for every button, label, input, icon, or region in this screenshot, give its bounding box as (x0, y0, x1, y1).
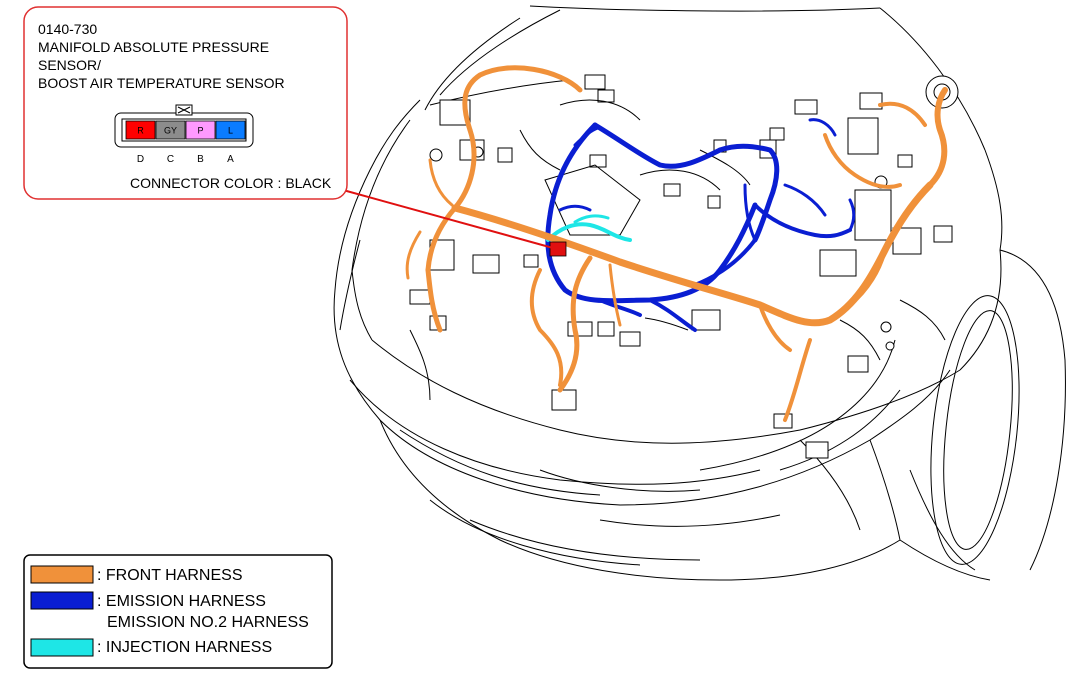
callout-title-line1: MANIFOLD ABSOLUTE PRESSURE (38, 39, 269, 55)
sensor-location-marker (549, 241, 567, 257)
harness-legend: : FRONT HARNESS : EMISSION HARNESS EMISS… (23, 554, 333, 669)
pin-b-wire-color: P (197, 126, 203, 136)
legend-swatch-front (30, 565, 94, 584)
legend-label-emission-no2: EMISSION NO.2 HARNESS (107, 614, 309, 631)
legend-frame (23, 554, 333, 669)
pin-c-cell (155, 120, 186, 140)
pin-c-wire-color: GY (164, 126, 177, 136)
sensor-connector: R GY P L D C B A (114, 104, 254, 165)
pin-b-cell (185, 120, 216, 140)
callout-leader-line (342, 189, 554, 249)
callout-frame (23, 6, 348, 200)
legend-label-front: : FRONT HARNESS (97, 567, 243, 584)
front-harness (405, 65, 948, 422)
legend-label-injection: : INJECTION HARNESS (97, 639, 272, 656)
emission-harness (545, 118, 856, 332)
legend-label-emission: : EMISSION HARNESS (97, 593, 266, 610)
injection-harness (546, 214, 632, 242)
sensor-callout: 0140-730 MANIFOLD ABSOLUTE PRESSURE SENS… (23, 6, 348, 200)
pin-d-letter: D (137, 154, 144, 165)
pin-a-cell (215, 120, 246, 140)
pin-d-cell (125, 120, 156, 140)
callout-code: 0140-730 (38, 21, 97, 37)
pin-b-letter: B (197, 154, 204, 165)
pin-a-wire-color: L (228, 126, 233, 136)
pin-c-letter: C (167, 154, 174, 165)
connector-color-note: CONNECTOR COLOR : BLACK (130, 175, 332, 191)
legend-swatch-injection (30, 638, 94, 657)
callout-title-line3: BOOST AIR TEMPERATURE SENSOR (38, 75, 285, 91)
legend-swatch-emission (30, 591, 94, 610)
pin-a-letter: A (227, 154, 234, 165)
callout-title-line2: SENSOR/ (38, 57, 101, 73)
pin-d-wire-color: R (137, 126, 144, 136)
